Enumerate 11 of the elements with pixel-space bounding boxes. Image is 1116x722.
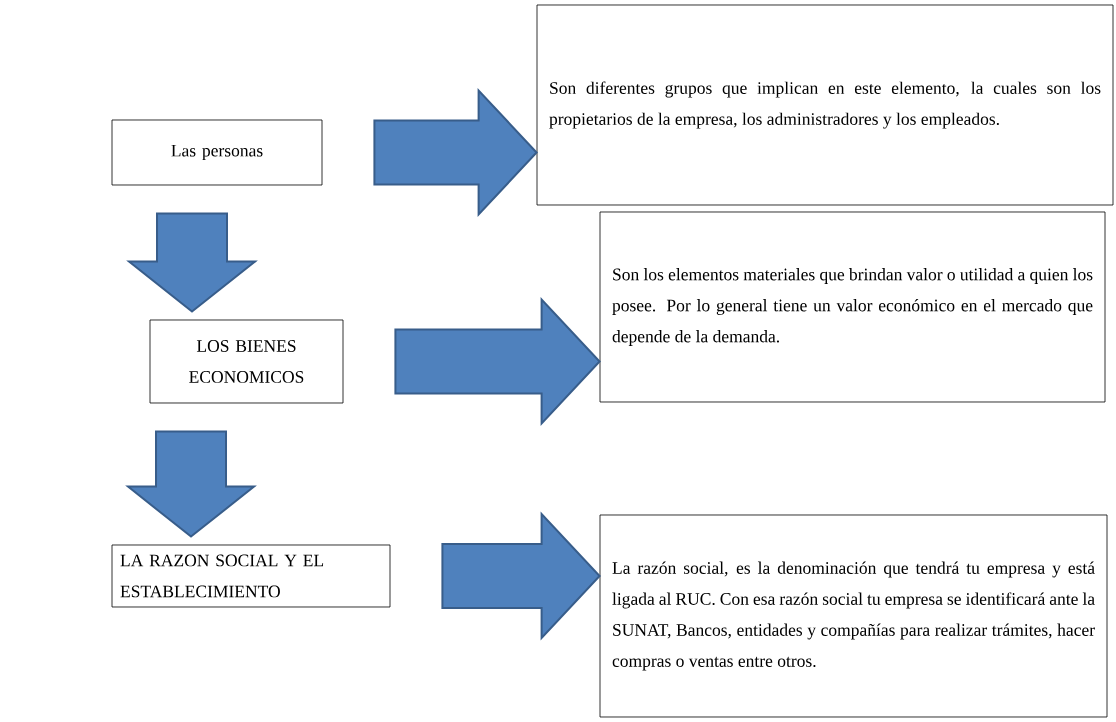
process-box: LA RAZON SOCIAL Y EL ESTABLECIMIENTO	[111, 544, 391, 608]
process-box: LOS BIENES ECONOMICOS	[149, 319, 344, 404]
block-arrow	[126, 212, 258, 313]
block-arrow	[394, 296, 601, 427]
description-box: Son los elementos materiales que brindan valor o utilidad a quien los posee. Por lo general tiene un valor económico en el mercado que depende de la demanda.	[599, 211, 1106, 403]
description-box: La razón social, es la denominación que tendrá tu empresa y está ligada al RUC. Con esa razón social tu empresa se identificará ante la SUNAT, Bancos, entidades y compañías para realizar trámites, hacer compras o ventas entre otros.	[599, 514, 1108, 718]
block-arrow	[125, 430, 257, 538]
block-arrow	[373, 87, 538, 218]
block-arrow	[441, 511, 601, 641]
process-box: Las personas	[111, 119, 323, 186]
description-box: Son diferentes grupos que implican en este elemento, la cuales son los propietarios de la empresa, los administradores y los empleados.	[536, 4, 1114, 206]
